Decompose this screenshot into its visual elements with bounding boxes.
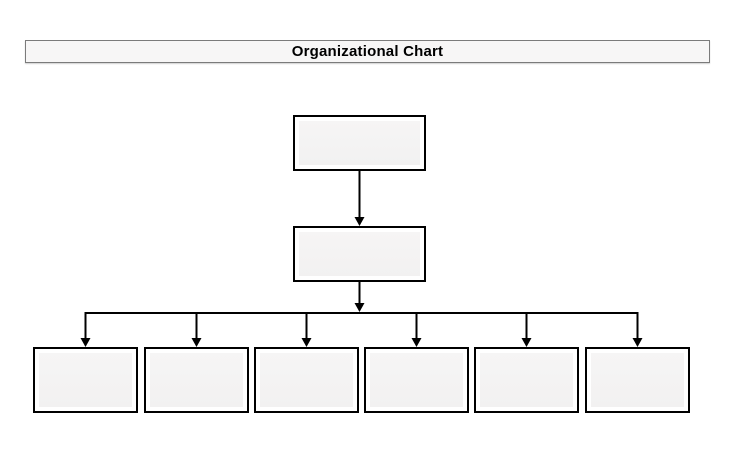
org-node-level2 — [293, 226, 426, 282]
org-node-placeholder — [39, 353, 132, 407]
connector-drop-2 — [191, 312, 202, 347]
org-node-level1 — [293, 115, 426, 171]
chart-title-bar: Organizational Chart — [25, 40, 710, 63]
org-node-level3-6 — [585, 347, 690, 413]
chart-title: Organizational Chart — [291, 43, 444, 60]
connector-level2-bus — [354, 282, 365, 312]
org-node-placeholder — [150, 353, 243, 407]
org-node-placeholder — [299, 121, 420, 165]
org-node-placeholder — [299, 232, 420, 276]
arrowhead-icon — [354, 217, 365, 226]
connector-drop-4 — [411, 312, 422, 347]
org-node-level3-3 — [254, 347, 359, 413]
connector-drop-6 — [632, 312, 643, 347]
arrowhead-icon — [354, 303, 365, 312]
connector-level1-level2 — [354, 171, 365, 226]
arrowhead-icon — [191, 338, 202, 347]
connector-drop-5 — [521, 312, 532, 347]
org-node-level3-1 — [33, 347, 138, 413]
org-node-placeholder — [591, 353, 684, 407]
arrowhead-icon — [521, 338, 532, 347]
connector-drop-3 — [301, 312, 312, 347]
org-node-placeholder — [480, 353, 573, 407]
arrowhead-icon — [301, 338, 312, 347]
arrowhead-icon — [80, 338, 91, 347]
org-node-placeholder — [260, 353, 353, 407]
connector-drop-1 — [80, 312, 91, 347]
arrowhead-icon — [411, 338, 422, 347]
org-node-level3-2 — [144, 347, 249, 413]
arrowhead-icon — [632, 338, 643, 347]
org-node-level3-5 — [474, 347, 579, 413]
org-node-placeholder — [370, 353, 463, 407]
org-node-level3-4 — [364, 347, 469, 413]
